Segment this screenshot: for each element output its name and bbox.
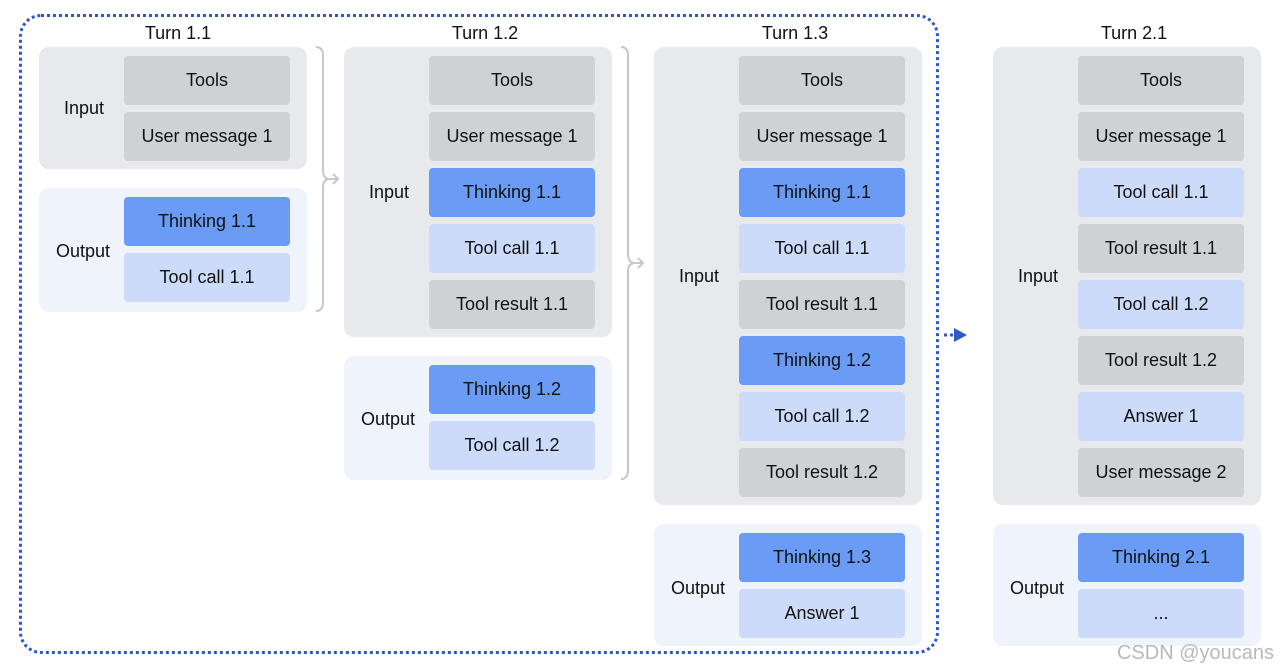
block-tools: Tools [739, 56, 905, 105]
block-ellipsis: ... [1078, 589, 1244, 638]
block-thinking: Thinking 1.3 [739, 533, 905, 582]
block-user-message: User message 2 [1078, 448, 1244, 497]
arrow-head-turn2-1 [954, 328, 967, 342]
input-label: Input [1018, 266, 1059, 286]
block-tool-call: Tool call 1.2 [739, 392, 905, 441]
block-tools: Tools [429, 56, 595, 105]
block-thinking: Thinking 2.1 [1078, 533, 1244, 582]
turn-title: Turn 1.2 [451, 23, 519, 43]
block-answer: Answer 1 [1078, 392, 1244, 441]
block-tool-call: Tool call 1.1 [1078, 168, 1244, 217]
watermark: CSDN @youcans [1116, 642, 1274, 664]
block-tool-result: Tool result 1.1 [1078, 224, 1244, 273]
turn-title: Turn 2.1 [1100, 23, 1168, 43]
output-label: Output [56, 241, 111, 261]
block-thinking: Thinking 1.2 [739, 336, 905, 385]
block-user-message: User message 1 [124, 112, 290, 161]
block-thinking: Thinking 1.1 [739, 168, 905, 217]
block-tool-call: Tool call 1.1 [739, 224, 905, 273]
block-tool-result: Tool result 1.2 [739, 448, 905, 497]
turn-title: Turn 1.1 [144, 23, 212, 43]
block-thinking: Thinking 1.1 [429, 168, 595, 217]
block-user-message: User message 1 [739, 112, 905, 161]
block-thinking: Thinking 1.2 [429, 365, 595, 414]
output-label: Output [361, 409, 416, 429]
block-tool-result: Tool result 1.2 [1078, 336, 1244, 385]
turn1-group-border [19, 14, 939, 654]
input-label: Input [64, 98, 105, 118]
block-tool-call: Tool call 1.2 [429, 421, 595, 470]
bracket-turn1-2 [620, 46, 636, 480]
block-user-message: User message 1 [1078, 112, 1244, 161]
block-tool-result: Tool result 1.1 [739, 280, 905, 329]
arrow-turn1-1-to-1-2 [330, 173, 340, 185]
arrow-turn1-2-to-1-3 [635, 257, 645, 269]
block-answer: Answer 1 [739, 589, 905, 638]
input-label: Input [679, 266, 720, 286]
turn-title: Turn 1.3 [761, 23, 829, 43]
bracket-turn1-1 [315, 46, 331, 312]
block-user-message: User message 1 [429, 112, 595, 161]
output-label: Output [1010, 578, 1065, 598]
block-tool-call: Tool call 1.2 [1078, 280, 1244, 329]
output-label: Output [671, 578, 726, 598]
block-tool-call: Tool call 1.1 [429, 224, 595, 273]
block-tools: Tools [124, 56, 290, 105]
input-label: Input [369, 182, 410, 202]
block-tools: Tools [1078, 56, 1244, 105]
block-tool-call: Tool call 1.1 [124, 253, 290, 302]
block-tool-result: Tool result 1.1 [429, 280, 595, 329]
block-thinking: Thinking 1.1 [124, 197, 290, 246]
